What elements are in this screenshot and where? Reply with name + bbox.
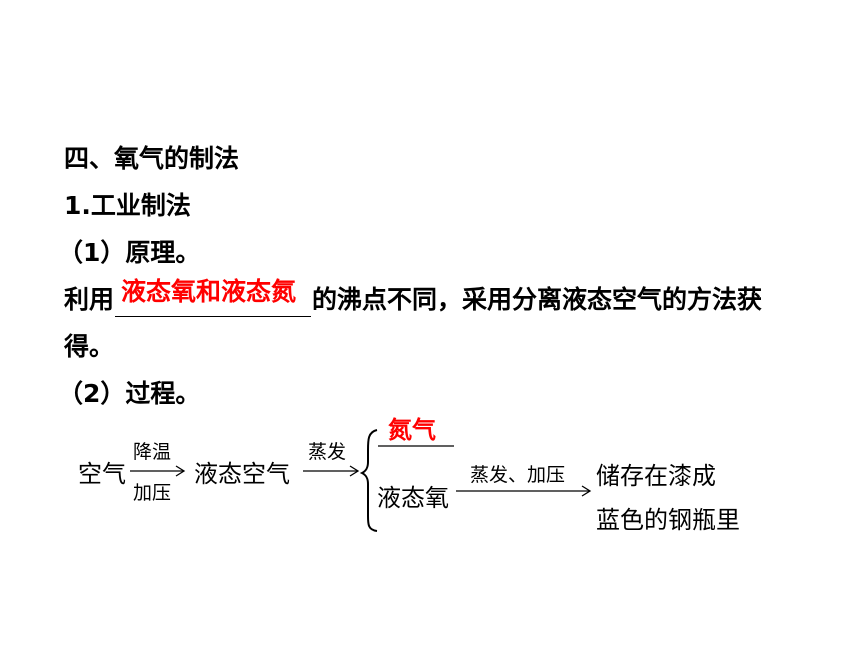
principle-prefix: 利用 bbox=[64, 285, 115, 314]
process-intermediate: 液态空气 bbox=[194, 460, 290, 488]
branch-upper-answer: 氮气 bbox=[388, 416, 436, 444]
result-line1: 储存在漆成 bbox=[596, 462, 716, 490]
arrow-2 bbox=[303, 465, 360, 477]
item2-heading: （2）过程。 bbox=[58, 379, 201, 408]
process-start: 空气 bbox=[78, 460, 126, 488]
curly-brace bbox=[359, 429, 378, 532]
result-line2: 蓝色的钢瓶里 bbox=[596, 506, 740, 534]
branch-lower: 液态氧 bbox=[377, 484, 449, 512]
step3-condition-top: 蒸发、加压 bbox=[470, 464, 566, 486]
arrow-3 bbox=[456, 485, 592, 497]
step1-condition-top: 降温 bbox=[133, 441, 172, 463]
principle-continuation: 得。 bbox=[64, 332, 115, 361]
principle-suffix: 的沸点不同，采用分离液态空气的方法获 bbox=[312, 285, 763, 314]
section-title: 四、氧气的制法 bbox=[64, 144, 240, 173]
principle-line: 利用液态氧和液态氮的沸点不同，采用分离液态空气的方法获 bbox=[64, 277, 763, 317]
step1-condition-bottom: 加压 bbox=[133, 482, 172, 504]
answer-text: 液态氧和液态氮 bbox=[121, 277, 297, 306]
subsection-title: 1.工业制法 bbox=[64, 191, 191, 220]
step2-condition-top: 蒸发 bbox=[308, 441, 347, 463]
item1-heading: （1）原理。 bbox=[58, 238, 201, 267]
answer-blank: 液态氧和液态氮 bbox=[115, 277, 312, 317]
arrow-1 bbox=[130, 465, 186, 477]
